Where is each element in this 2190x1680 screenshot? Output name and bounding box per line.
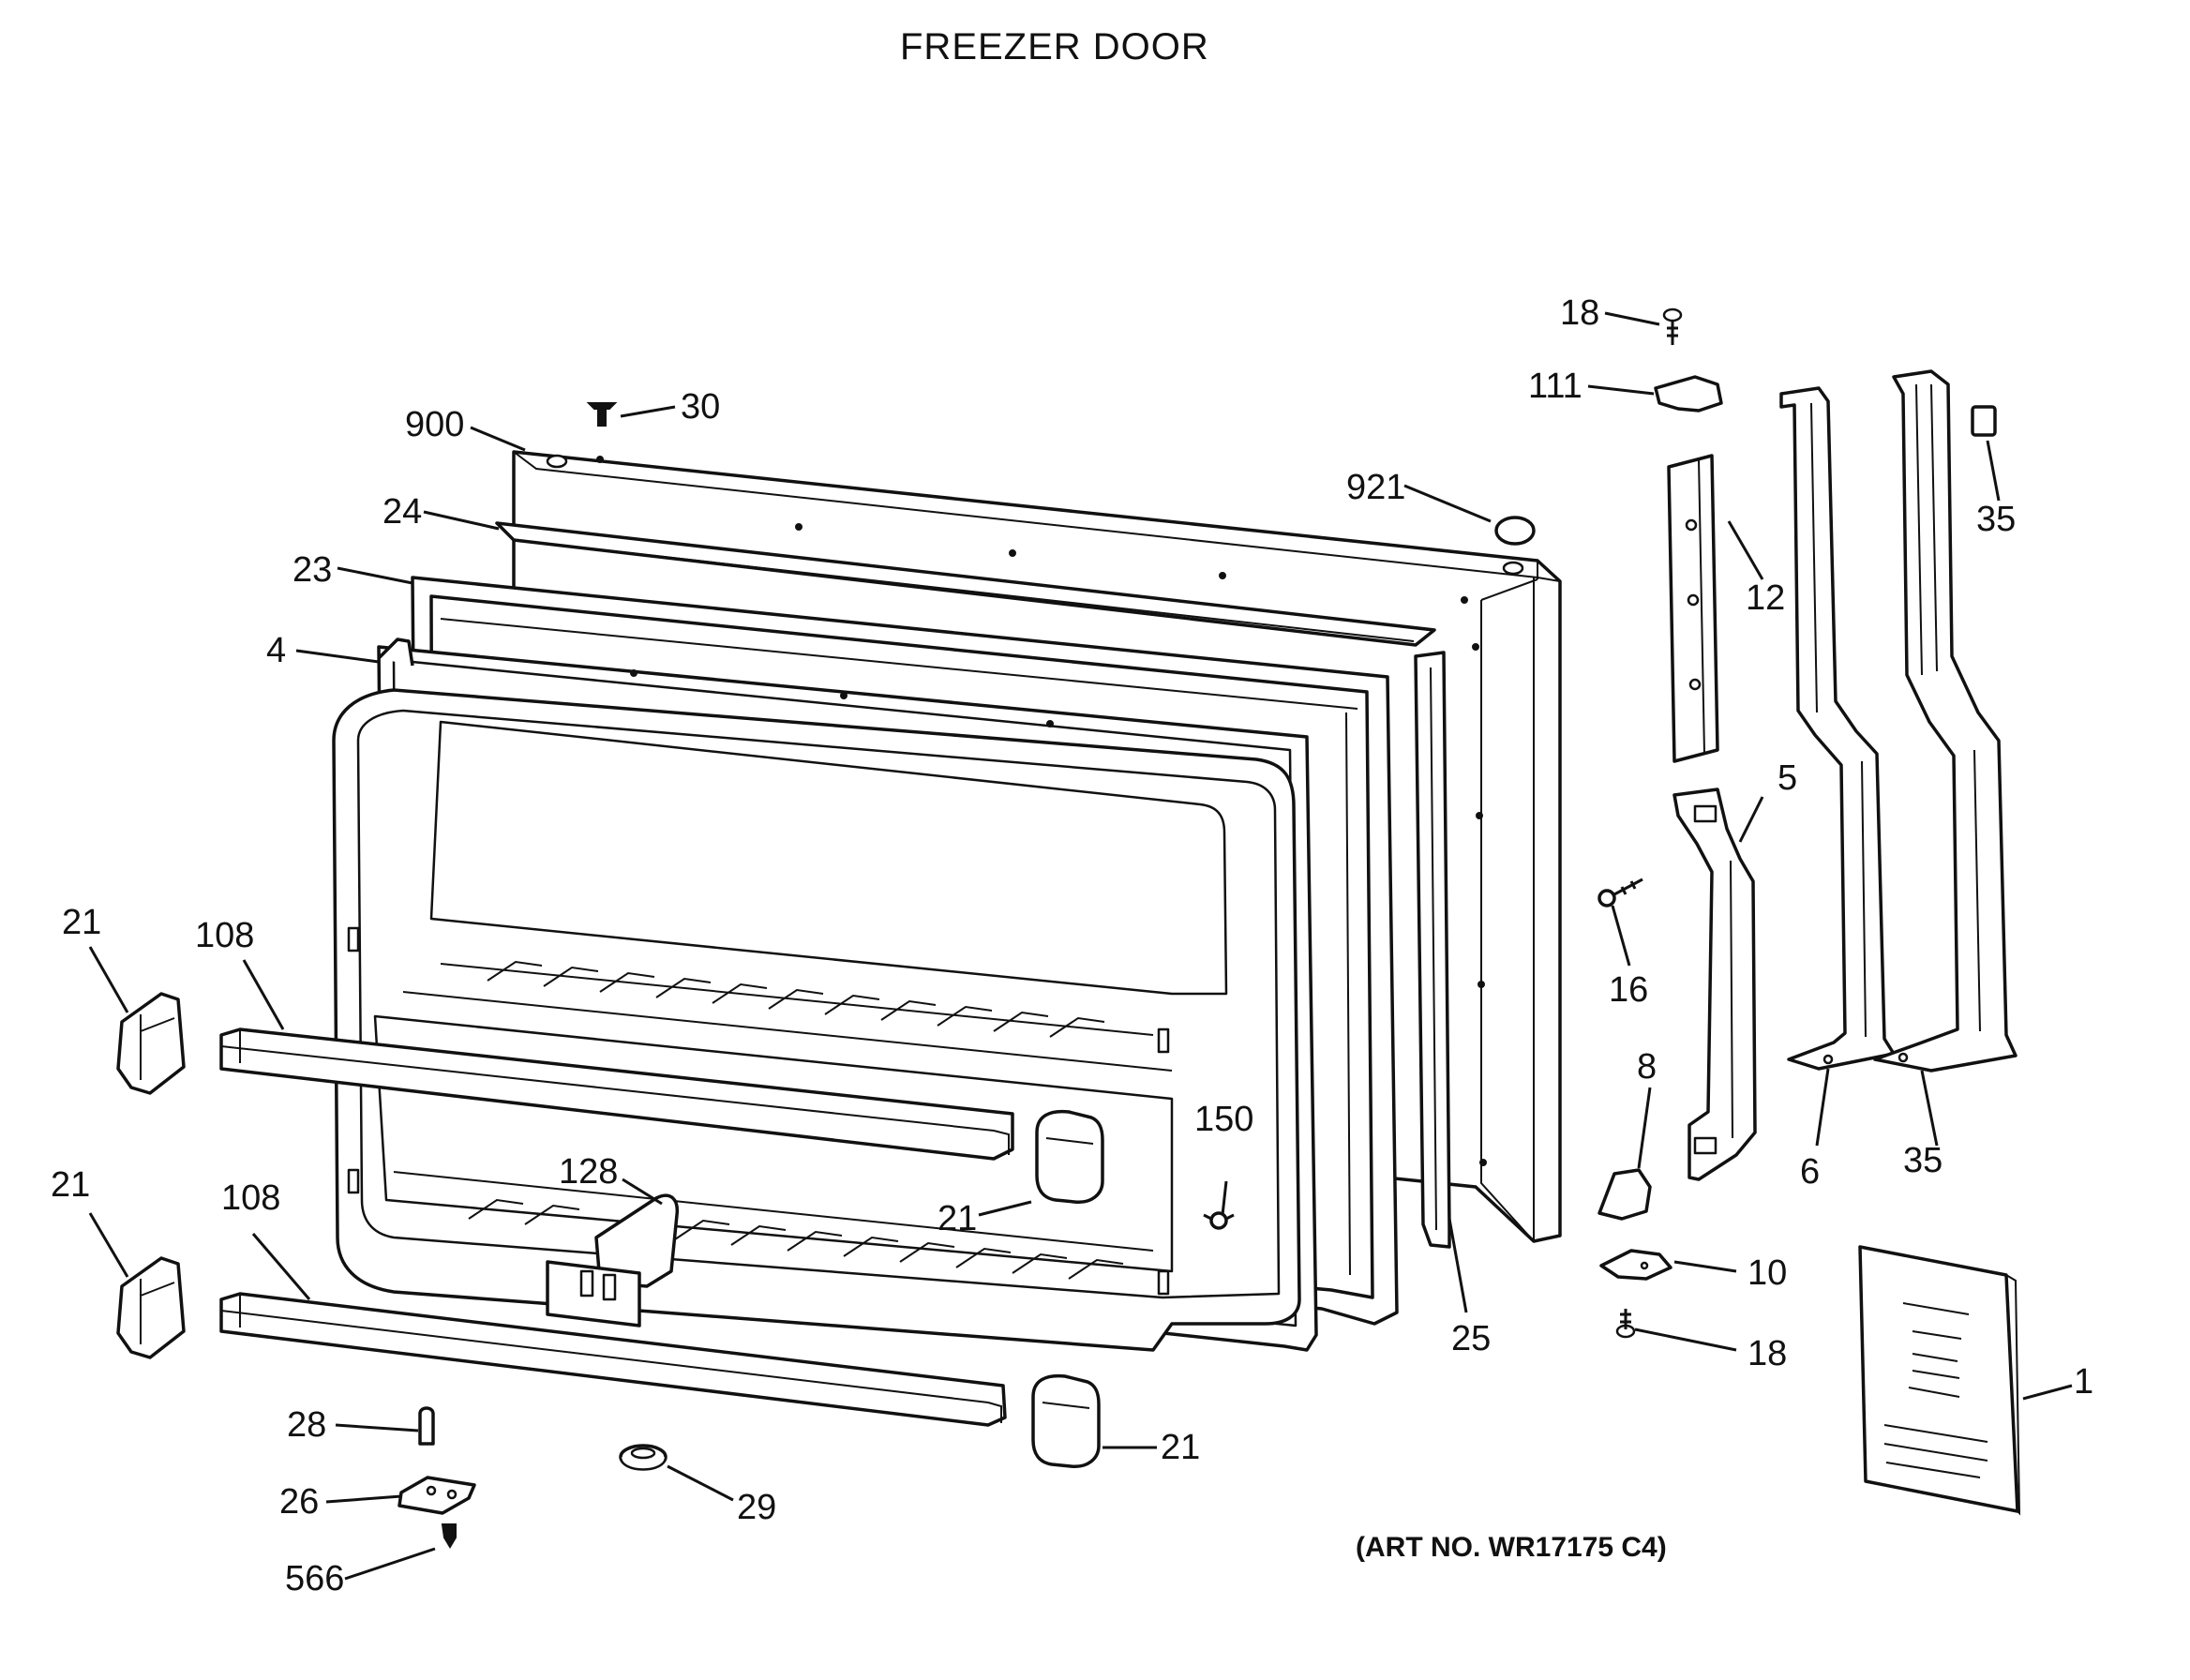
label-566: 566 — [285, 1559, 344, 1598]
label-128: 128 — [559, 1152, 618, 1192]
label-10: 10 — [1748, 1253, 1787, 1293]
label-16: 16 — [1609, 970, 1648, 1010]
label-28: 28 — [287, 1405, 326, 1445]
small-cover-35 — [1971, 405, 1997, 437]
label-1: 1 — [2074, 1362, 2093, 1402]
handle-bracket — [1672, 788, 1757, 1181]
screw-30 — [586, 402, 618, 427]
label-4: 4 — [266, 631, 286, 670]
label-108-upper: 108 — [195, 916, 254, 955]
label-18-bottom: 18 — [1748, 1334, 1787, 1373]
label-900: 900 — [405, 405, 464, 444]
door-edge-strip — [1414, 651, 1451, 1249]
label-23: 23 — [292, 550, 332, 590]
screw-566 — [441, 1523, 457, 1549]
label-150: 150 — [1194, 1100, 1253, 1139]
label-35-top: 35 — [1976, 500, 2016, 539]
screw-150 — [1203, 1211, 1235, 1230]
label-5: 5 — [1778, 758, 1797, 798]
diagram-title: FREEZER DOOR — [900, 26, 1209, 68]
inner-door-liner — [332, 688, 1301, 1352]
label-108-lower: 108 — [221, 1178, 280, 1218]
hinge-cap — [1654, 375, 1723, 412]
owners-manual-booklet — [1858, 1245, 2021, 1516]
leader-lines — [88, 311, 2073, 1581]
screw-18-bottom — [1615, 1309, 1636, 1339]
screw-18-top — [1662, 308, 1683, 345]
shelf-end-cap-lower-left — [116, 1256, 186, 1359]
shelf-bar-lower — [219, 1292, 1007, 1427]
hinge-plate-10 — [1599, 1249, 1672, 1281]
label-35-bottom: 35 — [1903, 1141, 1942, 1180]
shelf-end-cap-lower-right — [1031, 1373, 1101, 1468]
label-21-lower-left: 21 — [51, 1165, 90, 1205]
shelf-end-cap-upper-right — [1035, 1109, 1104, 1204]
breaker-strip — [495, 521, 1436, 647]
bin-divider — [546, 1193, 680, 1328]
shelf-end-cap-upper-left — [116, 992, 186, 1095]
bracket-26 — [398, 1476, 476, 1515]
label-24: 24 — [382, 492, 422, 532]
label-21-lower-right: 21 — [1161, 1428, 1200, 1467]
label-921: 921 — [1346, 468, 1405, 507]
long-bracket-6 — [1779, 386, 1896, 1071]
label-25: 25 — [1451, 1319, 1491, 1358]
hinge-strip — [1667, 454, 1719, 763]
label-18-top: 18 — [1560, 293, 1599, 333]
screw-16 — [1598, 878, 1643, 908]
label-12: 12 — [1746, 578, 1785, 618]
grommet-29 — [619, 1444, 668, 1471]
clip-8 — [1598, 1168, 1652, 1221]
shelf-bar-upper — [219, 1028, 1014, 1161]
label-8: 8 — [1637, 1047, 1657, 1087]
label-29: 29 — [737, 1488, 776, 1527]
label-21-upper-left: 21 — [62, 903, 101, 942]
long-bracket-35 — [1873, 369, 2018, 1072]
label-21-upper-right: 21 — [938, 1199, 977, 1238]
label-30: 30 — [681, 387, 720, 427]
art-number: (ART NO. WR17175 C4) — [1356, 1532, 1667, 1563]
label-111: 111 — [1528, 367, 1582, 406]
pin-28 — [418, 1406, 435, 1446]
label-26: 26 — [279, 1482, 319, 1522]
label-6: 6 — [1800, 1152, 1820, 1192]
